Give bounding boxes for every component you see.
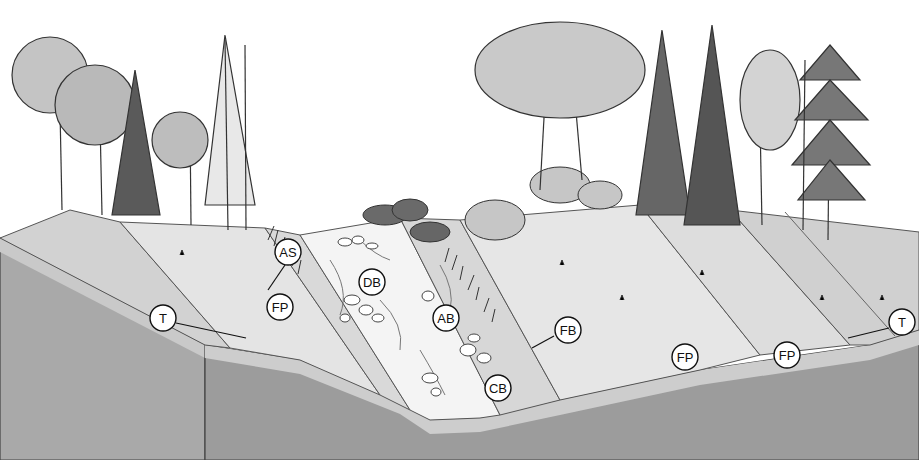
flow-line: [420, 350, 445, 395]
rocks: [338, 236, 491, 396]
shrub: [392, 199, 428, 221]
flow-line: [440, 265, 451, 310]
flow-line: [360, 240, 390, 260]
pine-tree: [205, 35, 255, 205]
circle-shape: [555, 317, 581, 343]
pine-branches: [795, 80, 868, 120]
label-circle: CB: [484, 374, 512, 402]
circle-shape: [359, 269, 385, 295]
shrub: [465, 200, 525, 240]
leader-lines: [176, 265, 889, 348]
callout-label: FB: [554, 316, 582, 344]
terrace-surface: [730, 210, 919, 345]
callout-label: CB: [484, 374, 512, 402]
rock: [477, 353, 491, 363]
label-circle: FB: [554, 316, 582, 344]
rock: [431, 388, 441, 396]
circle-shape: [275, 239, 301, 265]
left-forest: [12, 35, 255, 230]
rock: [422, 373, 438, 383]
flow-line: [330, 260, 343, 315]
tree-crown: [152, 112, 208, 168]
callout-label: AB: [432, 304, 460, 332]
circle-shape: [774, 342, 800, 368]
label-circle: DB: [358, 268, 386, 296]
shrubs: [363, 167, 622, 242]
rock: [460, 344, 476, 356]
tree-trunk: [803, 60, 805, 230]
tree-trunk: [245, 45, 246, 230]
leader-line: [268, 265, 285, 290]
pine-branches: [798, 160, 865, 200]
circle-shape: [433, 305, 459, 331]
circle-shape: [672, 344, 698, 370]
rock: [340, 314, 350, 322]
callout-label: FP: [671, 343, 699, 371]
label-circle: FP: [266, 293, 294, 321]
conifer-tree: [112, 70, 160, 215]
tree-trunk: [225, 40, 228, 230]
callout-label: AS: [274, 238, 302, 266]
tree-crown: [55, 65, 135, 145]
pine-branches: [800, 45, 860, 80]
terrace-edge: [785, 212, 895, 336]
leader-line: [532, 336, 554, 348]
callout-label: T: [149, 304, 177, 332]
conifer-tree: [684, 25, 740, 225]
rock: [359, 305, 373, 315]
rock: [366, 243, 378, 249]
callout-label: FP: [773, 341, 801, 369]
label-circle: T: [888, 308, 916, 336]
conifer-tree: [636, 30, 690, 215]
flow-line: [380, 300, 401, 350]
leader-line: [176, 323, 246, 338]
circle-shape: [889, 309, 915, 335]
shrub: [578, 181, 622, 209]
callout-label: FP: [266, 293, 294, 321]
rock: [372, 314, 384, 322]
grass: [180, 226, 884, 322]
label-circle: AS: [274, 238, 302, 266]
tree-crown: [740, 50, 800, 150]
leader-line: [848, 328, 889, 338]
label-circle: AB: [432, 304, 460, 332]
circle-shape: [150, 305, 176, 331]
rock: [338, 238, 352, 246]
rock: [352, 236, 364, 244]
rock: [344, 295, 360, 305]
tree-crown: [475, 22, 645, 118]
circle-shape: [267, 294, 293, 320]
callout-label: DB: [358, 268, 386, 296]
callout-label: T: [888, 308, 916, 336]
label-circle: FP: [671, 343, 699, 371]
label-circle: T: [149, 304, 177, 332]
right-forest: [475, 22, 870, 240]
shrub: [410, 222, 450, 242]
rock: [422, 291, 434, 301]
circle-shape: [485, 375, 511, 401]
label-circle: FP: [773, 341, 801, 369]
rock: [468, 334, 480, 342]
